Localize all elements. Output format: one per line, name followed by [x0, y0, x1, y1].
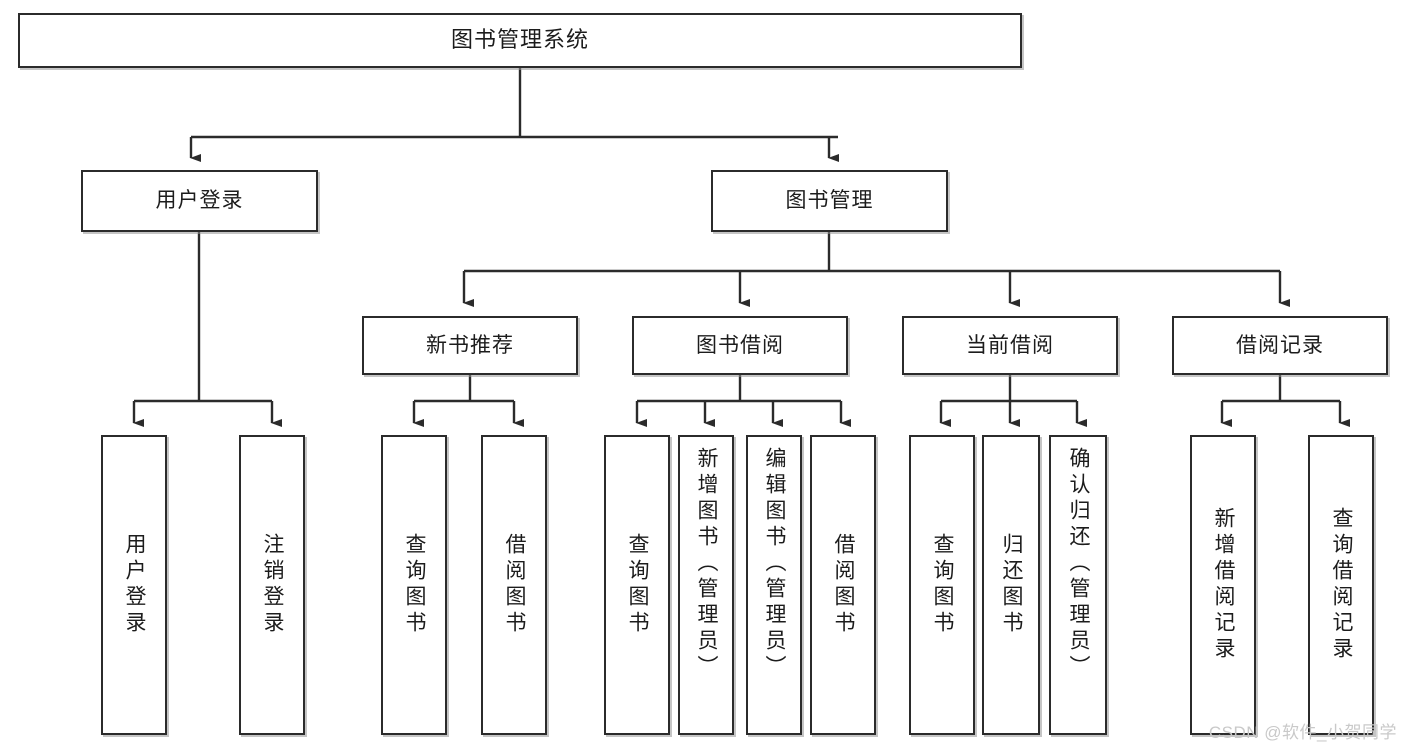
node-label: 图书借阅	[696, 333, 784, 357]
node-book-borrow[interactable]: 图书借阅	[632, 316, 848, 375]
node-label: 用户登录	[155, 189, 244, 213]
node-leaf-confirm-return-admin[interactable]: 确认归还（管理员）	[1049, 435, 1107, 735]
node-leaf-query-book-1[interactable]: 查询图书	[381, 435, 447, 735]
node-label: 查询图书	[403, 533, 427, 637]
node-leaf-logout-login[interactable]: 注销登录	[239, 435, 305, 735]
node-label: 注销登录	[261, 533, 285, 637]
node-label: 新增图书（管理员）	[695, 447, 719, 681]
node-leaf-add-book-admin[interactable]: 新增图书（管理员）	[678, 435, 734, 735]
node-label: 查询借阅记录	[1330, 507, 1354, 663]
node-label: 借阅图书	[832, 533, 856, 637]
node-leaf-return-book[interactable]: 归还图书	[982, 435, 1040, 735]
node-borrow-record[interactable]: 借阅记录	[1172, 316, 1388, 375]
node-label: 查询图书	[931, 533, 955, 637]
node-label: 借阅图书	[503, 533, 527, 637]
node-label: 编辑图书（管理员）	[763, 447, 787, 681]
node-leaf-edit-book-admin[interactable]: 编辑图书（管理员）	[746, 435, 802, 735]
node-book-management[interactable]: 图书管理	[711, 170, 948, 232]
node-leaf-user-login[interactable]: 用户登录	[101, 435, 167, 735]
node-book-management-system[interactable]: 图书管理系统	[18, 13, 1022, 68]
node-leaf-query-borrow-record[interactable]: 查询借阅记录	[1308, 435, 1374, 735]
node-label: 用户登录	[123, 533, 147, 637]
node-leaf-borrow-book-1[interactable]: 借阅图书	[481, 435, 547, 735]
node-user-login[interactable]: 用户登录	[81, 170, 318, 232]
node-label: 新书推荐	[426, 333, 514, 357]
node-label: 借阅记录	[1236, 333, 1324, 357]
node-leaf-query-book-3[interactable]: 查询图书	[909, 435, 975, 735]
node-label: 当前借阅	[966, 333, 1054, 357]
node-current-borrow[interactable]: 当前借阅	[902, 316, 1118, 375]
node-leaf-query-book-2[interactable]: 查询图书	[604, 435, 670, 735]
node-label: 新增借阅记录	[1212, 507, 1236, 663]
node-label: 查询图书	[626, 533, 650, 637]
node-label: 确认归还（管理员）	[1067, 447, 1091, 681]
node-new-book-recommend[interactable]: 新书推荐	[362, 316, 578, 375]
node-label: 图书管理	[785, 189, 874, 213]
node-label: 归还图书	[1000, 533, 1024, 637]
node-leaf-add-borrow-record[interactable]: 新增借阅记录	[1190, 435, 1256, 735]
node-label: 图书管理系统	[450, 27, 589, 53]
node-leaf-borrow-book-2[interactable]: 借阅图书	[810, 435, 876, 735]
